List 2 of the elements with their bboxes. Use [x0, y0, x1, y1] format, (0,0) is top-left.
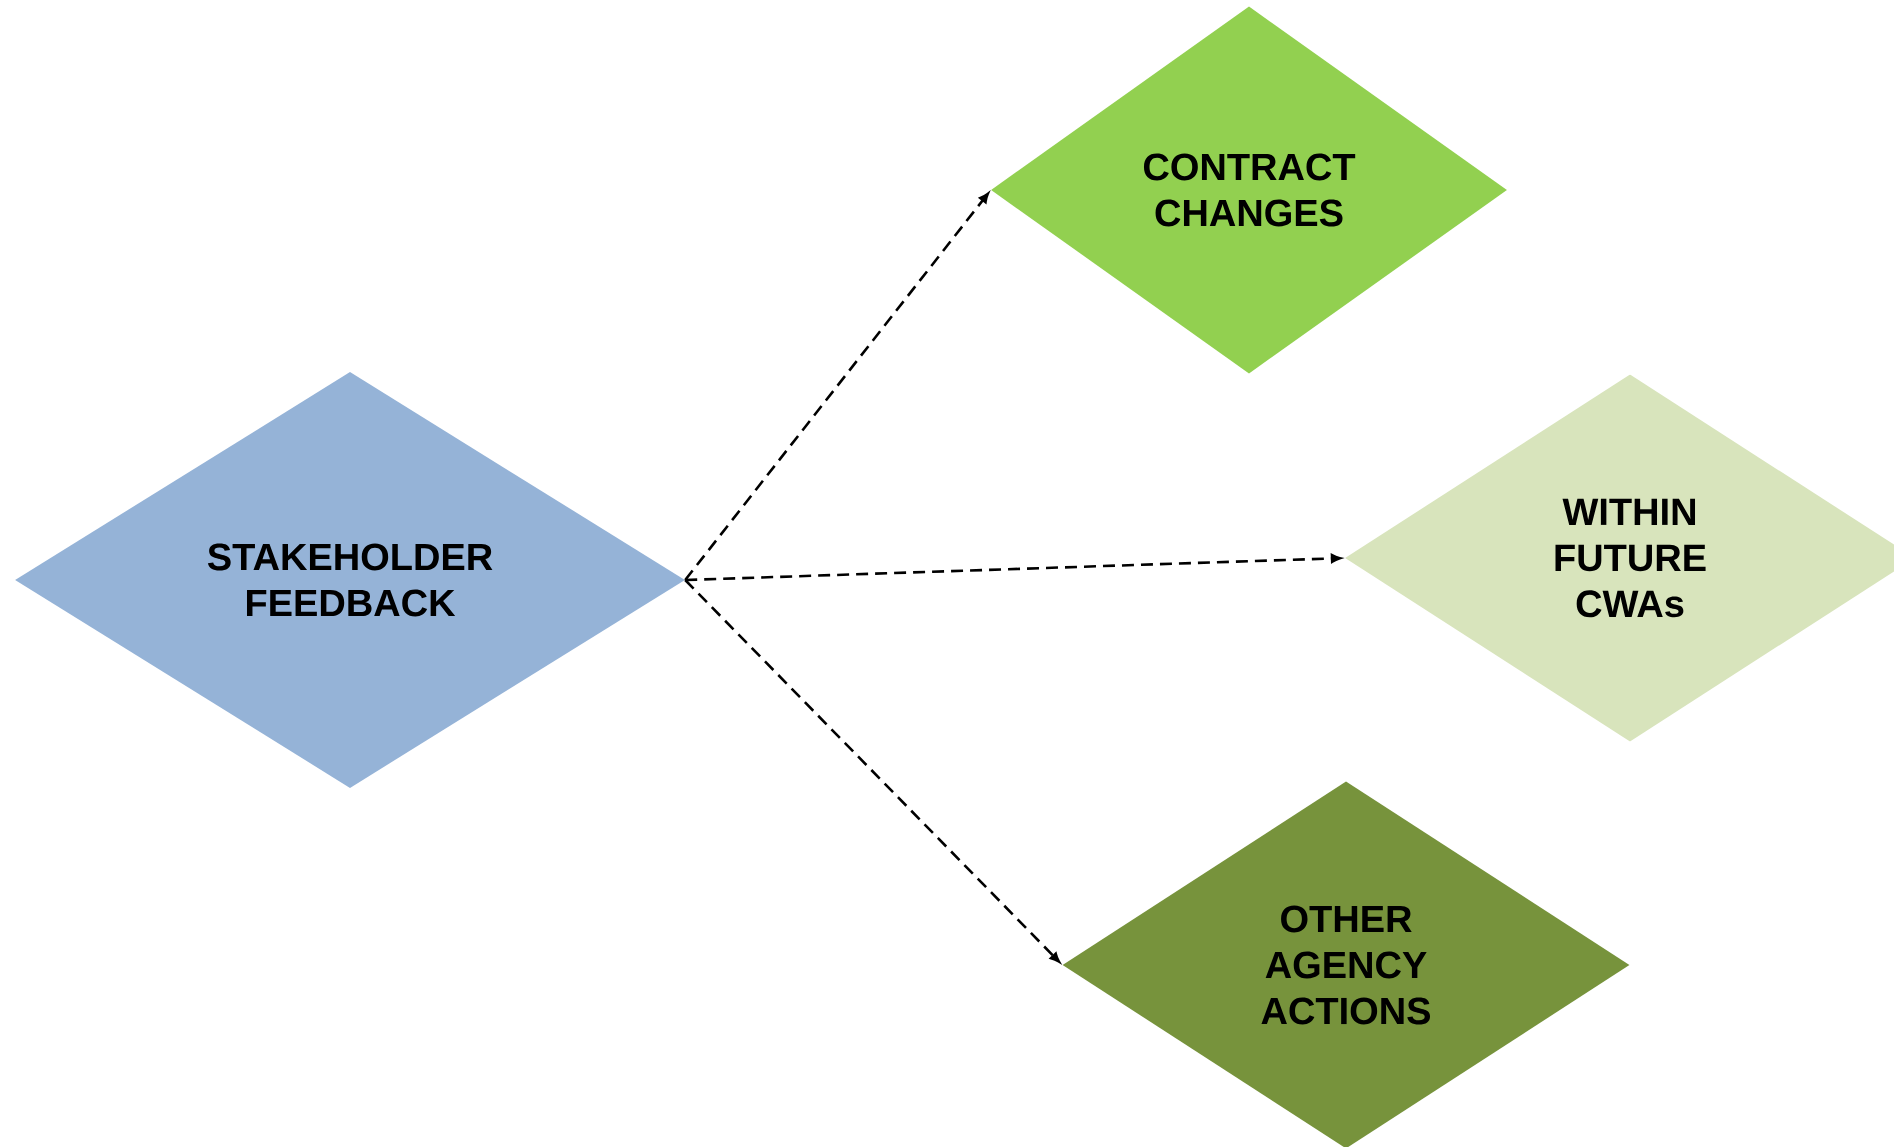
arrow: [684, 579, 1061, 963]
arrow: [684, 192, 989, 581]
